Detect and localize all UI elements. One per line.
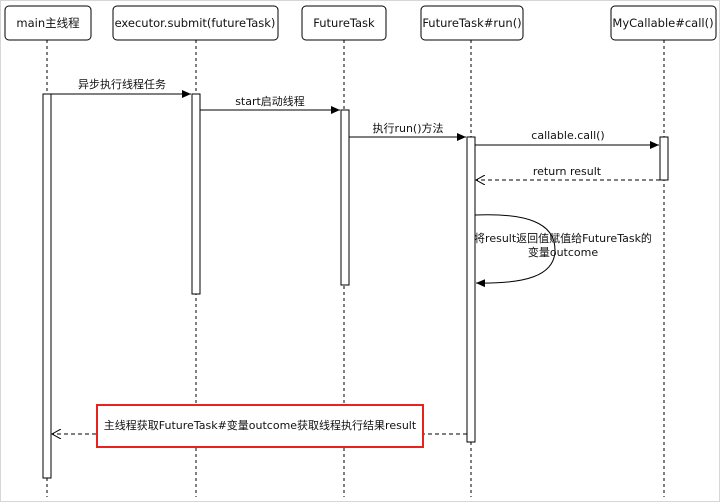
participant-futuretask: FutureTask	[301, 5, 387, 41]
message-async-execute-label: 异步执行线程任务	[78, 77, 166, 91]
message-run-method-label: 执行run()方法	[372, 121, 443, 135]
message-start-thread-label: start启动线程	[235, 94, 305, 108]
message-return-result: return result	[476, 165, 660, 180]
activation-callable	[659, 136, 669, 181]
participant-callable: MyCallable#call()	[610, 5, 717, 41]
activation-run	[466, 136, 476, 443]
message-return-result-label: return result	[533, 165, 602, 178]
participant-futuretask-label: FutureTask	[313, 16, 375, 30]
message-async-execute: 异步执行线程任务	[51, 77, 191, 98]
participant-executor-label: executor.submit(futureTask)	[115, 16, 276, 30]
participant-executor: executor.submit(futureTask)	[112, 5, 279, 41]
participant-run: FutureTask#run()	[420, 5, 524, 41]
participant-main-label: main主线程	[16, 16, 80, 30]
activation-executor	[191, 93, 201, 295]
participant-callable-label: MyCallable#call()	[612, 16, 713, 30]
participant-main: main主线程	[4, 5, 92, 41]
message-callable-call: callable.call()	[475, 129, 659, 149]
highlight-box	[96, 404, 424, 448]
message-get-outcome-label: 主线程获取FutureTask#变量outcome获取线程执行结果result	[104, 418, 417, 432]
message-run-method: 执行run()方法	[349, 121, 466, 141]
message-self-assign-label-line1: 将result返回值赋值给FutureTask的	[474, 231, 652, 245]
message-self-assign-label-line2: 变量outcome	[528, 245, 599, 259]
activation-main	[42, 93, 52, 479]
participant-run-label: FutureTask#run()	[422, 16, 521, 30]
message-start-thread: start启动线程	[200, 94, 340, 114]
message-get-outcome: 主线程获取FutureTask#变量outcome获取线程执行结果result	[52, 404, 467, 448]
message-callable-call-label: callable.call()	[531, 129, 604, 142]
message-self-assign: 将result返回值赋值给FutureTask的 变量outcome	[474, 214, 652, 288]
activation-futuretask	[340, 109, 350, 286]
